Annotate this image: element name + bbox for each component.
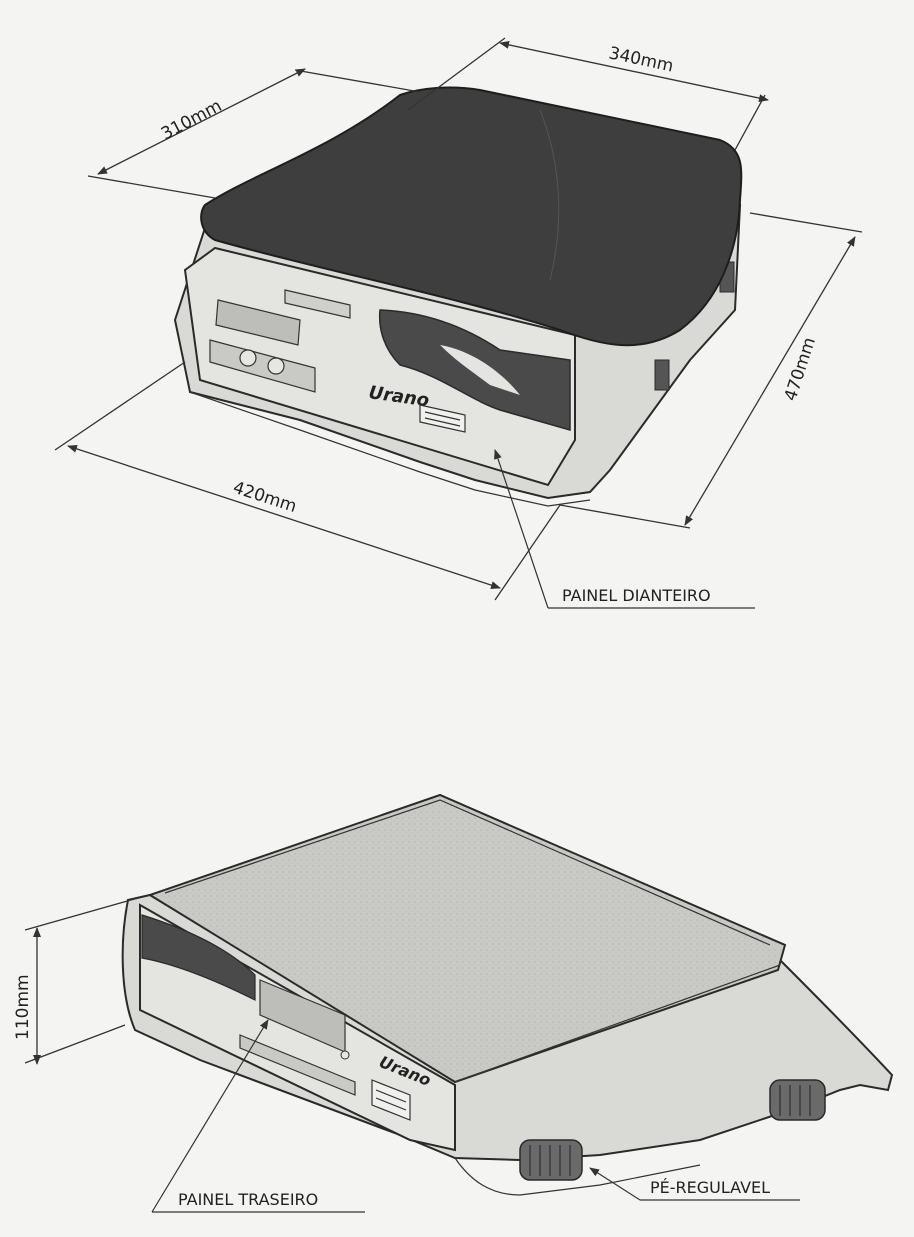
front-button-left [239,349,257,367]
dim-line-310 [97,68,306,175]
label-adjustable-foot: PÉ-REGULAVEL [650,1178,770,1197]
front-view-scale: Urano [173,86,743,507]
steel-tray [147,793,787,1084]
front-display [215,299,301,346]
dim-label-110: 110mm [13,974,33,1040]
leader-rear-panel [151,1019,269,1213]
label-rear-panel: PAINEL TRASEIRO [178,1190,318,1209]
dim-line-470 [684,236,856,526]
dim-line-420 [67,445,501,589]
leader-adjustable-foot [589,1167,641,1201]
dim-label-310: 310mm [158,96,225,144]
front-label-plate [419,404,466,433]
dim-line-340 [499,40,769,103]
rear-view-scale: Urano [121,793,894,1196]
adjustable-foot-front [519,1139,583,1181]
dim-label-470: 470mm [781,335,820,404]
label-front-panel: PAINEL DIANTEIRO [562,586,711,605]
dim-label-340: 340mm [607,43,675,76]
leader-front-panel [494,449,549,609]
adjustable-foot-rear [769,1079,826,1121]
front-button-right [267,357,285,375]
front-panel-face [183,246,576,487]
